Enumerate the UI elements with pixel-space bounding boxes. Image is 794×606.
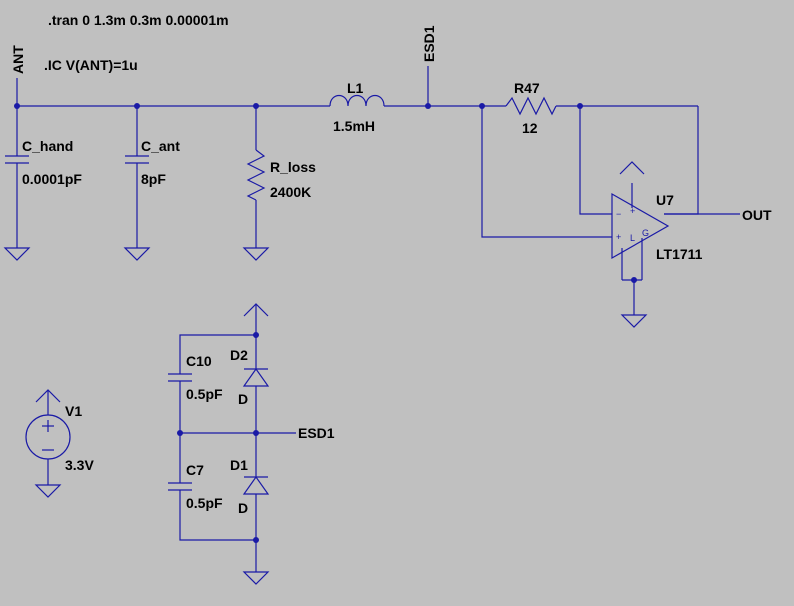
junction-esd1-top	[425, 103, 431, 109]
junction-u7-gnd	[631, 277, 637, 283]
d1-value: D	[238, 500, 248, 516]
wire-minus-input[interactable]	[579, 106, 612, 215]
svg-text:ANT: ANT	[10, 45, 26, 74]
ic-directive[interactable]: .IC V(ANT)=1u	[44, 57, 138, 73]
opamp-plus-pin-a: +	[630, 206, 635, 216]
c-hand-name: C_hand	[22, 138, 73, 154]
l1-name: L1	[347, 80, 364, 96]
opamp-g-pin: G	[642, 228, 649, 238]
u7-opamp[interactable]: − + + L G	[611, 161, 670, 328]
c-hand-capacitor[interactable]	[3, 106, 31, 261]
r-loss-value: 2400K	[270, 184, 311, 200]
d2-name: D2	[230, 347, 248, 363]
ground-icon	[3, 247, 31, 261]
c10-name: C10	[186, 353, 212, 369]
junction-esd-bottom	[253, 537, 259, 543]
c10-capacitor[interactable]	[168, 334, 256, 433]
r-loss-name: R_loss	[270, 159, 316, 175]
d2-value: D	[238, 391, 248, 407]
c7-capacitor[interactable]	[168, 433, 256, 541]
opamp-l-pin: L	[630, 233, 635, 243]
tran-directive[interactable]: .tran 0 1.3m 0.3m 0.00001m	[48, 12, 229, 28]
wire-plus-input[interactable]	[481, 106, 612, 238]
vcc-supply-symbol[interactable]	[243, 303, 269, 335]
opamp-minus-pin: −	[616, 209, 621, 219]
c-ant-name: C_ant	[141, 138, 180, 154]
d1-diode[interactable]	[242, 433, 270, 585]
u7-name: U7	[656, 192, 674, 208]
esd1-right-net-label[interactable]: ESD1	[298, 425, 335, 441]
esd1-top-net-label[interactable]: ESD1	[421, 25, 437, 106]
l1-inductor[interactable]	[329, 94, 480, 107]
vcc-arrow-icon	[35, 389, 61, 403]
ant-net-label[interactable]: ANT	[10, 45, 26, 106]
svg-text:ESD1: ESD1	[421, 25, 437, 62]
d1-name: D1	[230, 457, 248, 473]
c-hand-value: 0.0001pF	[22, 171, 82, 187]
c-ant-capacitor[interactable]	[123, 106, 151, 261]
r47-resistor[interactable]	[480, 96, 698, 116]
ground-icon	[620, 314, 648, 328]
l1-value: 1.5mH	[333, 118, 375, 134]
r-loss-resistor[interactable]	[242, 106, 270, 261]
c10-value: 0.5pF	[186, 386, 223, 402]
out-net-label[interactable]: OUT	[742, 207, 772, 223]
c7-value: 0.5pF	[186, 495, 223, 511]
c-ant-value: 8pF	[141, 171, 166, 187]
d2-diode[interactable]	[242, 335, 270, 433]
ground-icon	[123, 247, 151, 261]
v1-voltage-source[interactable]	[25, 389, 71, 498]
r47-value: 12	[522, 120, 538, 136]
r47-name: R47	[514, 80, 540, 96]
ground-icon	[34, 484, 62, 498]
opamp-plus-pin-b: +	[616, 232, 621, 242]
v1-value: 3.3V	[65, 457, 94, 473]
ground-icon	[242, 571, 270, 585]
ground-icon	[242, 247, 270, 261]
u7-value: LT1711	[656, 246, 703, 262]
c7-name: C7	[186, 462, 204, 478]
v1-name: V1	[65, 403, 82, 419]
